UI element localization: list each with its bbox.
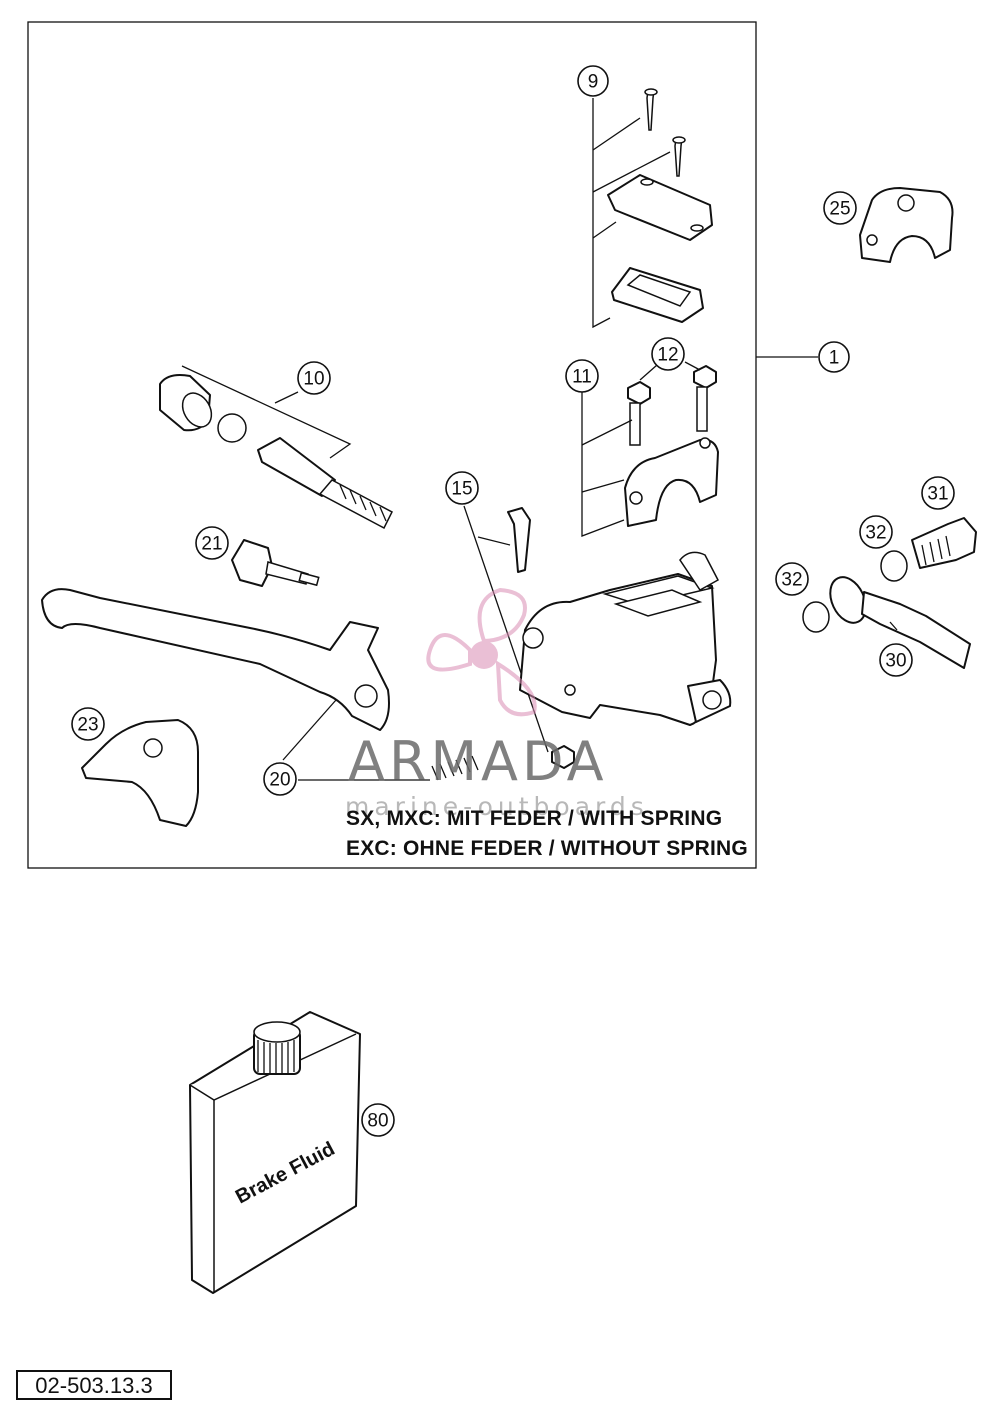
clamp-bolts-group <box>624 365 719 527</box>
brake-fluid-bottle: Brake Fluid <box>189 1011 361 1294</box>
svg-text:12: 12 <box>657 345 678 366</box>
callout-15: 15 <box>445 471 479 505</box>
svg-text:11: 11 <box>572 367 592 388</box>
pivot-bolt <box>507 507 531 573</box>
document-number: 02-503.13.3 <box>16 1370 172 1400</box>
reservoir-cover-group <box>607 88 713 323</box>
callout-32a: 32 <box>859 515 893 549</box>
pivot-nut <box>551 745 575 769</box>
callout-20: 20 <box>263 762 297 796</box>
callout-23: 23 <box>71 707 105 741</box>
clamp-part <box>859 187 954 263</box>
svg-text:32: 32 <box>781 570 802 591</box>
svg-text:10: 10 <box>303 369 324 390</box>
propeller-watermark <box>426 587 537 717</box>
spring-note-line2: EXC: OHNE FEDER / WITHOUT SPRING <box>346 837 748 860</box>
piston-kit-group <box>159 374 393 530</box>
callout-10: 10 <box>297 361 331 395</box>
master-cylinder-body <box>519 551 732 726</box>
assembly-frame <box>27 21 757 869</box>
callout-32b: 32 <box>775 562 809 596</box>
spring-note-line1: SX, MXC: MIT FEDER / WITH SPRING <box>346 807 723 830</box>
callout-21: 21 <box>195 526 229 560</box>
svg-text:21: 21 <box>201 534 222 555</box>
svg-text:9: 9 <box>588 72 599 93</box>
callout-80: 80 <box>361 1103 395 1137</box>
watermark-tagline: marine-outboards <box>345 792 649 821</box>
svg-text:32: 32 <box>865 523 886 544</box>
svg-text:23: 23 <box>77 715 98 736</box>
svg-text:25: 25 <box>829 199 850 220</box>
watermark-brand: ARMADA <box>348 730 608 793</box>
callout-12: 12 <box>651 337 685 371</box>
callout-25: 25 <box>823 191 857 225</box>
brake-hose-group <box>802 517 977 669</box>
callout-1: 1 <box>818 341 850 373</box>
svg-text:15: 15 <box>451 479 472 500</box>
svg-text:80: 80 <box>367 1111 388 1132</box>
callout-11: 11 <box>565 359 599 393</box>
svg-text:31: 31 <box>927 484 948 505</box>
callout-30: 30 <box>879 643 913 677</box>
svg-text:20: 20 <box>269 770 290 791</box>
hand-lever-group <box>41 588 479 781</box>
lever-cover <box>81 719 199 827</box>
callout-31: 31 <box>921 476 955 510</box>
svg-text:1: 1 <box>829 348 840 369</box>
adjuster-knob-group <box>231 539 320 587</box>
svg-text:30: 30 <box>885 651 906 672</box>
callout-9: 9 <box>577 65 609 97</box>
